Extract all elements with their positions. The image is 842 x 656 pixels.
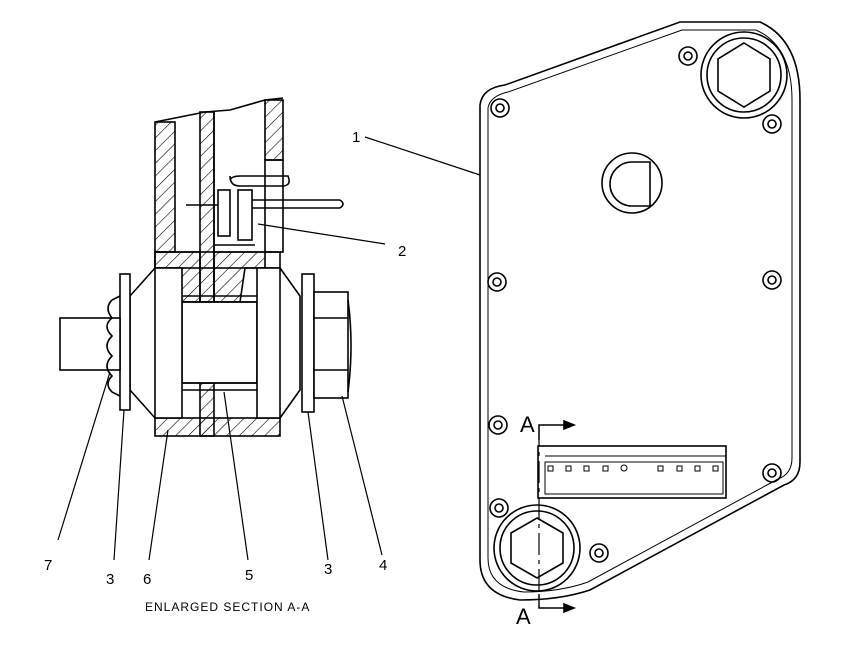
nut [313, 291, 349, 399]
housing-upper-right [264, 99, 284, 161]
washer-right [301, 273, 315, 413]
threaded-stud [59, 317, 121, 371]
spacer-left [154, 267, 183, 419]
connector-pins [547, 464, 719, 472]
mounting-plate [479, 21, 801, 601]
center-boss [601, 152, 663, 214]
leader-1 [364, 136, 481, 176]
section-marker-bottom: A [516, 604, 531, 629]
spacer-right [256, 267, 281, 419]
hex-plug-top [700, 31, 788, 119]
connector-pin [229, 175, 290, 187]
callout-4: 4 [379, 557, 387, 574]
callout-7: 7 [44, 557, 52, 574]
washer-left [119, 273, 131, 411]
callouts: 1 2 7 3 6 5 3 4 [44, 129, 406, 588]
housing-base [154, 417, 281, 437]
section-leaders [57, 223, 386, 561]
callout-3-left: 3 [106, 571, 114, 588]
section-marker-top: A [520, 412, 535, 437]
lock-washer [106, 299, 114, 393]
callout-2: 2 [398, 243, 406, 260]
mounting-holes [487, 46, 782, 563]
bolt-sleeve [181, 301, 258, 384]
callout-5: 5 [245, 567, 253, 584]
enlarged-section-view [59, 97, 352, 437]
hex-plug-bottom [493, 504, 581, 592]
callout-3-right: 3 [324, 561, 332, 578]
callout-1: 1 [352, 129, 360, 146]
callout-6: 6 [143, 571, 151, 588]
section-caption: ENLARGED SECTION A-A [145, 600, 310, 614]
housing-upper-wall [154, 121, 176, 253]
break-line [154, 97, 284, 123]
front-view [479, 21, 801, 614]
center-plate [199, 111, 215, 303]
connector-strip [537, 445, 727, 499]
